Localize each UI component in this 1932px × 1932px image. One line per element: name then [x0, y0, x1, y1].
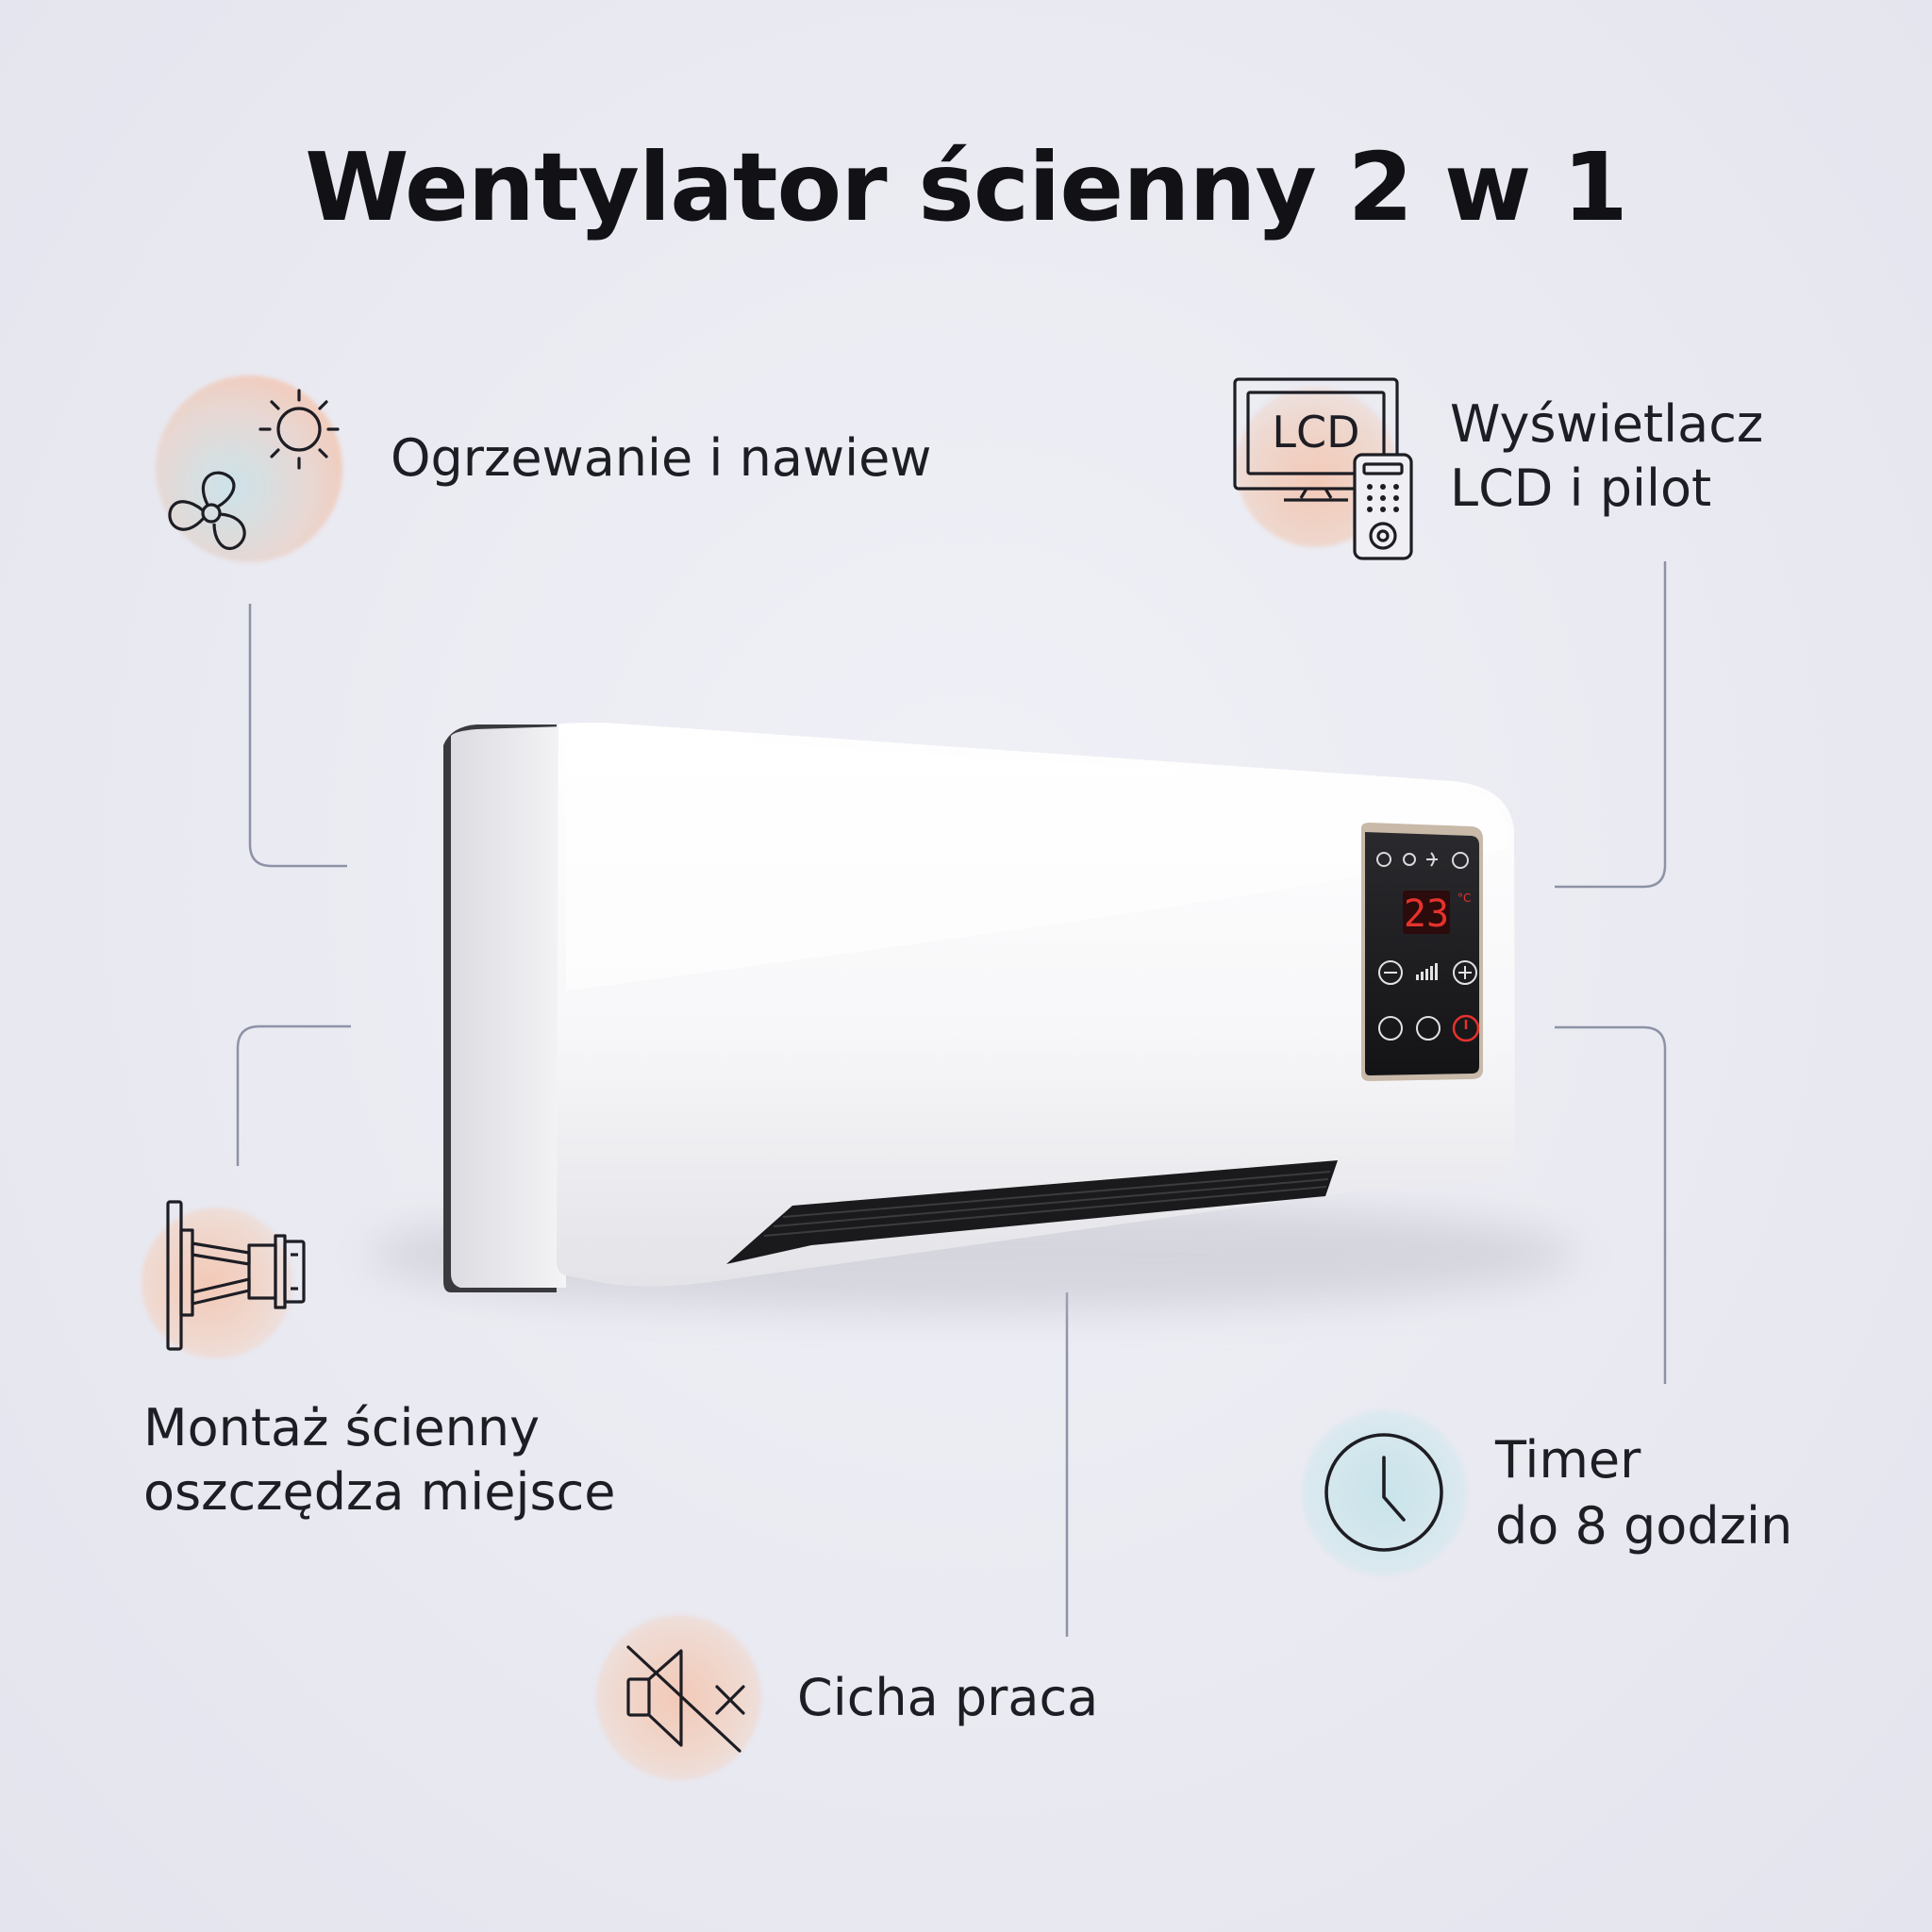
wall-mount-icon — [162, 1198, 318, 1354]
fan-icon — [156, 458, 267, 569]
monitor-icon — [1231, 375, 1401, 508]
heating-blob — [156, 375, 342, 562]
temperature-display: 23 — [1404, 892, 1449, 936]
clock-icon — [1321, 1429, 1448, 1557]
remote-icon — [1351, 451, 1415, 562]
timer-label-line1: Timer — [1495, 1430, 1641, 1490]
mounting-label-line1: Montaż ścienny — [143, 1398, 541, 1457]
lcd-text: LCD — [1272, 407, 1359, 458]
display-label-line2: LCD i pilot — [1450, 458, 1712, 518]
sun-icon — [247, 377, 351, 481]
temperature-unit: °C — [1457, 891, 1471, 905]
timer-label-line2: do 8 godzin — [1495, 1496, 1793, 1556]
display-label-line1: Wyświetlacz — [1450, 394, 1764, 454]
lcd-screen-text: LCD — [1269, 406, 1363, 458]
mounting-label-line2: oszczędza miejsce — [143, 1462, 616, 1522]
muted-speaker-icon — [623, 1641, 755, 1755]
page-title: Wentylator ścienny 2 w 1 — [305, 132, 1628, 242]
quiet-label: Cicha praca — [797, 1668, 1099, 1727]
heating-label: Ogrzewanie i nawiew — [391, 428, 932, 488]
